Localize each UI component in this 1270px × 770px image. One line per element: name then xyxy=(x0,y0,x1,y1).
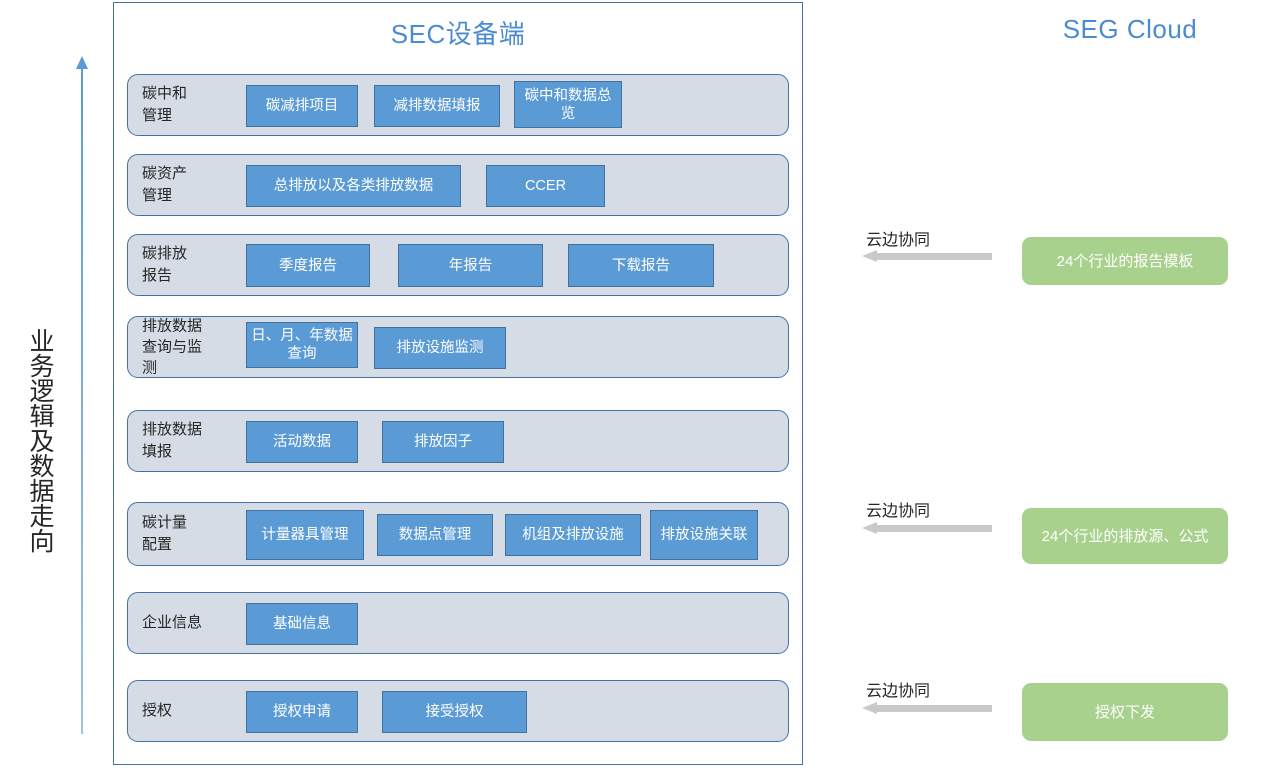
row-label-line: 测 xyxy=(142,359,158,377)
row-buttons: 日、月、年数据查询 排放设施监测 xyxy=(246,317,784,377)
business-flow-label: 业务逻辑及数据走向 xyxy=(26,327,54,553)
row-buttons: 总排放以及各类排放数据 CCER xyxy=(246,155,784,215)
row-label-line: 授权 xyxy=(142,702,173,719)
module-row-metering-config[interactable]: 碳计量 配置 计量器具管理 数据点管理 机组及排放设施 排放设施关联 xyxy=(127,502,789,566)
row-label-line: 报告 xyxy=(142,267,173,284)
arrow-bar xyxy=(876,525,992,532)
row-buttons: 基础信息 xyxy=(246,593,784,653)
sync-arrow-icon xyxy=(862,702,992,714)
cloud-capability-box[interactable]: 授权下发 xyxy=(1022,683,1228,741)
coop-label: 云边协同 xyxy=(866,232,931,249)
row-buttons: 授权申请 接受授权 xyxy=(246,681,784,741)
row-label-line: 配置 xyxy=(142,536,173,553)
row-label-line: 碳中和 xyxy=(142,85,188,102)
arrow-tip xyxy=(862,250,877,262)
row-buttons: 计量器具管理 数据点管理 机组及排放设施 排放设施关联 xyxy=(246,503,784,565)
module-button[interactable]: 碳减排项目 xyxy=(246,85,358,127)
module-row-carbon-neutral[interactable]: 碳中和 管理 碳减排项目 减排数据填报 碳中和数据总览 xyxy=(127,74,789,136)
module-row-enterprise-info[interactable]: 企业信息 基础信息 xyxy=(127,592,789,654)
module-button[interactable]: 减排数据填报 xyxy=(374,85,500,127)
arrow-bar xyxy=(876,705,992,712)
module-button-label: 日、月、年数据查询 xyxy=(251,328,353,362)
row-label: 授权 xyxy=(142,700,228,722)
row-buttons: 季度报告 年报告 下载报告 xyxy=(246,235,784,295)
module-row-authorization[interactable]: 授权 授权申请 接受授权 xyxy=(127,680,789,742)
module-button[interactable]: 数据点管理 xyxy=(377,514,493,556)
arrow-tip xyxy=(862,702,877,714)
cloud-capability-box[interactable]: 24个行业的报告模板 xyxy=(1022,237,1228,285)
row-label-line: 碳资产 xyxy=(142,165,188,182)
module-row-data-entry[interactable]: 排放数据 填报 活动数据 排放因子 xyxy=(127,410,789,472)
module-button[interactable]: 总排放以及各类排放数据 xyxy=(246,165,461,207)
module-button[interactable]: 下载报告 xyxy=(568,244,714,287)
arrow-shaft xyxy=(81,66,83,734)
module-button[interactable]: 接受授权 xyxy=(382,691,527,733)
row-label-line: 管理 xyxy=(142,107,173,124)
row-label: 排放数据 查询与监 测 xyxy=(142,316,228,379)
module-row-emission-report[interactable]: 碳排放 报告 季度报告 年报告 下载报告 xyxy=(127,234,789,296)
module-button[interactable]: 机组及排放设施 xyxy=(505,514,641,556)
sync-arrow-icon xyxy=(862,250,992,262)
module-row-carbon-asset[interactable]: 碳资产 管理 总排放以及各类排放数据 CCER xyxy=(127,154,789,216)
module-button[interactable]: 季度报告 xyxy=(246,244,370,287)
row-label-line: 管理 xyxy=(142,187,173,204)
row-label: 碳中和 管理 xyxy=(142,83,228,127)
row-label-line: 碳计量 xyxy=(142,514,188,531)
row-label-line: 碳排放 xyxy=(142,245,188,262)
module-button[interactable]: 计量器具管理 xyxy=(246,510,364,560)
arrow-bar xyxy=(876,253,992,260)
row-buttons: 活动数据 排放因子 xyxy=(246,411,784,471)
business-flow-arrow xyxy=(76,56,88,734)
module-button[interactable]: 排放设施关联 xyxy=(650,510,758,560)
coop-label: 云边协同 xyxy=(866,503,931,520)
row-label-line: 填报 xyxy=(142,443,173,460)
row-label: 企业信息 xyxy=(142,612,228,634)
row-label: 碳资产 管理 xyxy=(142,163,228,207)
module-row-query-monitor[interactable]: 排放数据 查询与监 测 日、月、年数据查询 排放设施监测 xyxy=(127,316,789,378)
row-label-line: 排放数据 xyxy=(142,421,203,438)
arrow-head-icon xyxy=(76,56,88,69)
cloud-capability-box[interactable]: 24个行业的排放源、公式 xyxy=(1022,508,1228,564)
sec-panel-title: SEC设备端 xyxy=(390,19,526,49)
row-label-line: 查询与监 xyxy=(142,338,203,356)
row-label: 排放数据 填报 xyxy=(142,419,228,463)
module-button[interactable]: 基础信息 xyxy=(246,603,358,645)
row-label: 碳排放 报告 xyxy=(142,243,228,287)
coop-label: 云边协同 xyxy=(866,683,931,700)
module-button[interactable]: CCER xyxy=(486,165,605,207)
row-label-line: 排放数据 xyxy=(142,317,203,335)
module-button[interactable]: 授权申请 xyxy=(246,691,358,733)
row-label: 碳计量 配置 xyxy=(142,512,228,556)
module-button[interactable]: 活动数据 xyxy=(246,421,358,463)
module-button[interactable]: 年报告 xyxy=(398,244,543,287)
module-button[interactable]: 日、月、年数据查询 xyxy=(246,322,358,368)
module-button[interactable]: 碳中和数据总览 xyxy=(514,81,622,128)
sync-arrow-icon xyxy=(862,522,992,534)
arrow-tip xyxy=(862,522,877,534)
seg-cloud-title: SEG Cloud xyxy=(1062,14,1198,44)
row-buttons: 碳减排项目 减排数据填报 碳中和数据总览 xyxy=(246,75,784,135)
module-button[interactable]: 排放设施监测 xyxy=(374,327,506,369)
row-label-line: 企业信息 xyxy=(142,614,203,631)
module-button[interactable]: 排放因子 xyxy=(382,421,504,463)
